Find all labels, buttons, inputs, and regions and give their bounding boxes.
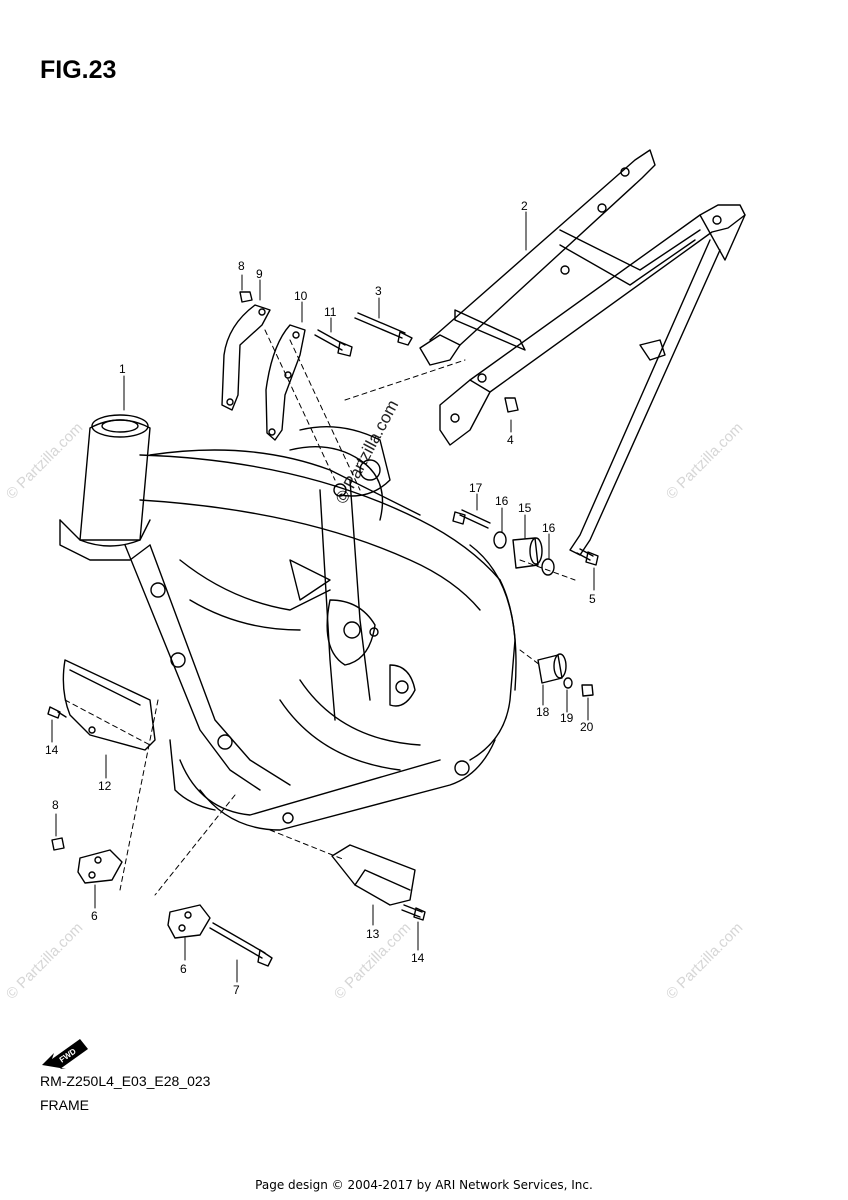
callout-leaders (51, 211, 595, 983)
callout-15: 15 (518, 501, 532, 515)
bushing-18 (537, 653, 567, 684)
bolt-11 (314, 329, 353, 357)
callout-11: 11 (324, 305, 337, 319)
engine-plate-6-lower (167, 904, 211, 939)
engine-plate-6-upper (77, 849, 123, 884)
washer-16 (493, 531, 555, 576)
callout-2: 2 (521, 199, 528, 213)
section-title: FRAME (40, 1097, 89, 1113)
frame-bracket-10 (265, 324, 306, 441)
watermark: © Partzilla.com (663, 919, 746, 1002)
page-footer: Page design © 2004-2017 by ARI Network S… (255, 1178, 593, 1192)
figure-title: FIG.23 (40, 56, 117, 84)
fwd-arrow-icon: FWD (42, 1039, 88, 1069)
callout-8: 8 (52, 798, 59, 812)
callout-16: 16 (495, 494, 509, 508)
nut-20 (581, 684, 594, 697)
callout-labels: 1 2 3 4 5 6 6 7 8 8 9 10 11 12 13 14 14 … (45, 199, 596, 997)
watermark: © Partzilla.com (663, 419, 746, 502)
callout-1: 1 (119, 362, 126, 376)
callout-12: 12 (98, 779, 112, 793)
bolt-17 (452, 509, 491, 529)
bolt-14-right (401, 904, 426, 921)
bolt-7 (209, 922, 273, 967)
callout-5: 5 (589, 592, 596, 606)
callout-17: 17 (469, 481, 483, 495)
frame-guard-12 (62, 659, 156, 751)
watermark: © Partzilla.com (3, 919, 86, 1002)
callout-6: 6 (91, 909, 98, 923)
callout-18: 18 (536, 705, 550, 719)
frame-bracket-9 (221, 304, 271, 411)
nut-8-top (239, 291, 253, 303)
nut-8-lower (51, 837, 65, 851)
callout-9: 9 (256, 267, 263, 281)
bolt-5 (576, 548, 599, 566)
bolt-14-left (47, 706, 67, 719)
rear-subframe (419, 149, 746, 556)
callout-3: 3 (375, 284, 382, 298)
callout-19: 19 (560, 711, 574, 725)
callout-20: 20 (580, 720, 594, 734)
bushing-15 (512, 537, 543, 569)
callout-6: 6 (180, 962, 187, 976)
callout-16: 16 (542, 521, 556, 535)
bolt-3 (354, 312, 413, 346)
callout-7: 7 (233, 983, 240, 997)
main-frame (59, 414, 517, 831)
leader-lines (64, 329, 576, 896)
model-code: RM-Z250L4_E03_E28_023 (40, 1073, 211, 1089)
washer-19 (563, 677, 573, 689)
callout-14: 14 (411, 951, 425, 965)
callout-4: 4 (507, 433, 514, 447)
frame-guard-13 (331, 844, 416, 906)
callout-10: 10 (294, 289, 308, 303)
watermark-group: © Partzilla.com © Partzilla.com © Partzi… (3, 397, 746, 1003)
nut-4 (504, 397, 519, 413)
callout-14: 14 (45, 743, 59, 757)
watermark: © Partzilla.com (3, 419, 86, 502)
callout-8: 8 (238, 259, 245, 273)
callout-13: 13 (366, 927, 380, 941)
